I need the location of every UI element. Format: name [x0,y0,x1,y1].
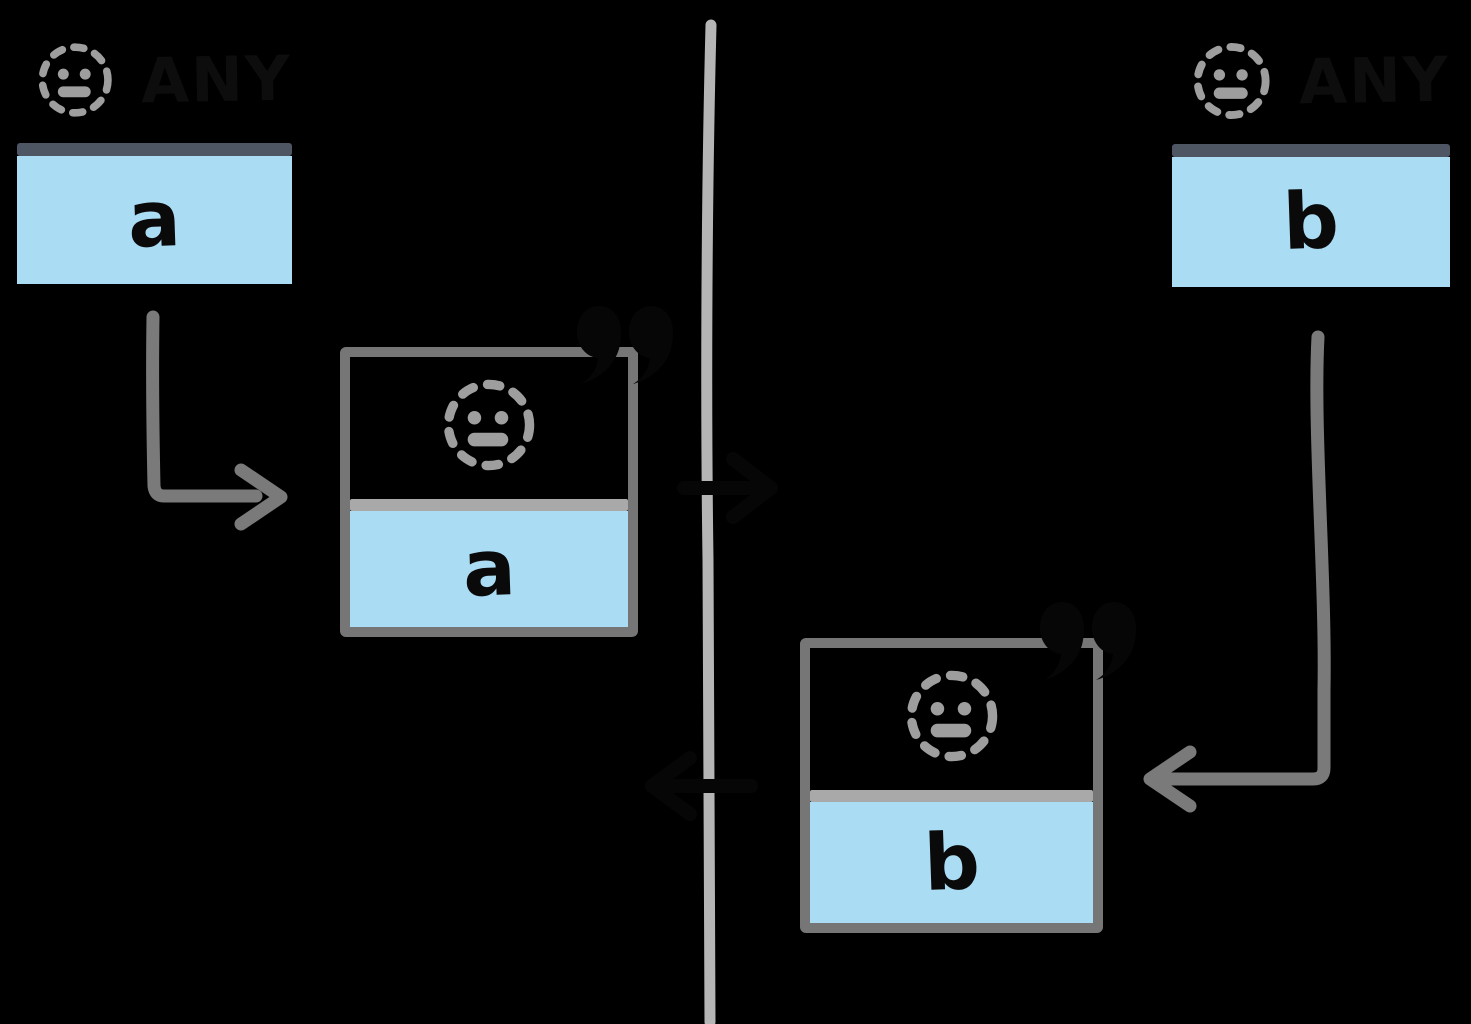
card-any-a-header: ANY [17,17,293,143]
arrow-message-a-cross-right [677,452,778,524]
value-label: a [126,174,183,266]
message-box-divider [810,790,1093,802]
message-box-a: a [340,347,638,637]
card-any-b-header: ANY [1172,18,1451,144]
message-box-a-header [350,357,628,499]
card-any-b: ANY b [1163,9,1459,296]
card-divider [1172,144,1450,157]
card-divider [17,143,292,156]
value-label: b [922,816,981,909]
type-label: ANY [1298,42,1451,119]
value-label: a [461,523,517,615]
message-value-area: b [810,802,1093,923]
message-box-b-header [810,648,1093,790]
smiley-face-icon [906,670,997,762]
message-value-area: a [350,511,628,627]
message-box-divider [350,499,628,511]
card-any-a: ANY a [8,8,301,293]
connector-arrow-card-a-to-message [146,310,288,531]
value-label: b [1281,176,1341,268]
connector-arrow-card-b-to-message [1143,330,1331,813]
message-box-b: b [800,638,1103,933]
card-value-area: b [1172,157,1450,287]
smiley-face-icon [1193,43,1270,119]
card-value-area: a [17,156,292,284]
boundary-line [701,19,717,1024]
arrow-message-b-cross-left [645,751,758,821]
type-label: ANY [140,41,293,118]
smiley-face-icon [443,379,535,471]
smiley-face-icon [38,43,112,117]
